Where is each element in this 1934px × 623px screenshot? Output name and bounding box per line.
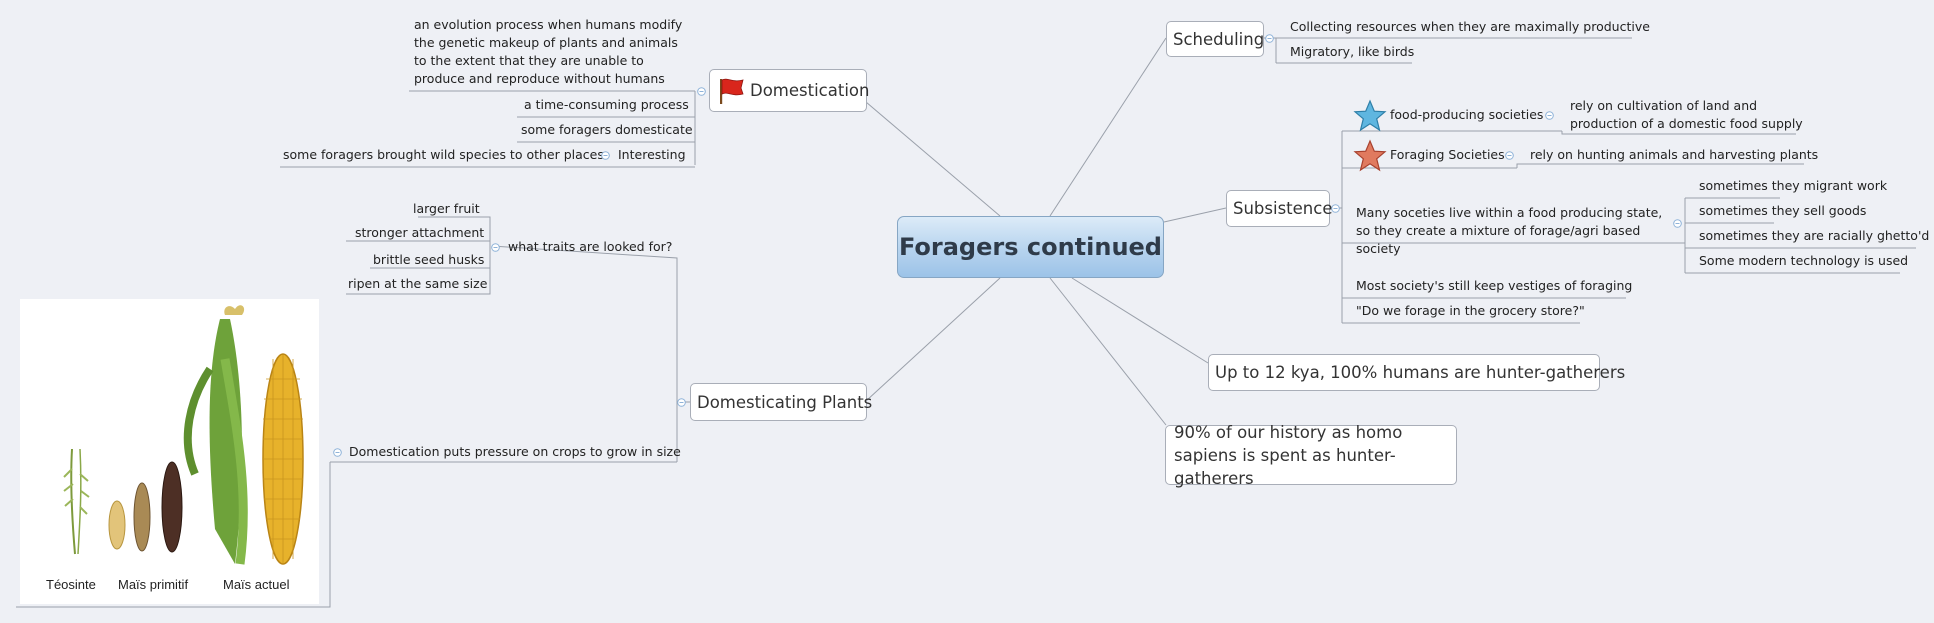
collapse-icon[interactable]	[1505, 151, 1514, 160]
traits-label[interactable]: what traits are looked for?	[508, 239, 673, 254]
trait-item: stronger attachment	[355, 225, 485, 240]
food-producing-label[interactable]: food-producing societies	[1390, 107, 1544, 122]
domesticating-plants-topic[interactable]: Domesticating Plants	[690, 383, 872, 421]
collapse-icon[interactable]	[1673, 219, 1682, 228]
interesting-label[interactable]: Interesting	[618, 147, 686, 162]
hunter-gatherers-12kya-topic[interactable]: Up to 12 kya, 100% humans are hunter-gat…	[1208, 354, 1625, 391]
collapse-icon[interactable]	[1545, 111, 1554, 120]
collapse-icon[interactable]	[677, 398, 686, 407]
mixture-label[interactable]: Many soceties live within a food produci…	[1356, 205, 1663, 256]
mixture-item: Some modern technology is used	[1699, 253, 1909, 268]
mixture-item: sometimes they are racially ghetto'd	[1699, 228, 1930, 243]
interesting-detail: some foragers brought wild species to ot…	[283, 147, 604, 162]
domestication-item-some-foragers: some foragers domesticate	[521, 122, 693, 137]
trait-item: ripen at the same size	[348, 276, 488, 291]
scheduling-item: Migratory, like birds	[1290, 44, 1415, 59]
collapse-icon[interactable]	[1331, 204, 1340, 213]
collapse-icon[interactable]	[601, 151, 610, 160]
central-topic[interactable]: Foragers continued	[897, 216, 1164, 278]
corn-illustration	[63, 305, 304, 565]
domestication-label: Domestication	[750, 81, 870, 100]
red-star-icon	[1353, 139, 1387, 172]
blue-star-icon	[1353, 99, 1387, 132]
food-producing-detail: rely on cultivation of land and producti…	[1570, 98, 1803, 131]
teosinte-label: Téosinte	[46, 577, 96, 592]
subsistence-label: Subsistence	[1233, 199, 1333, 218]
pressure-label[interactable]: Domestication puts pressure on crops to …	[349, 444, 681, 459]
mixture-item: sometimes they sell goods	[1699, 203, 1867, 218]
grocery-label: "Do we forage in the grocery store?"	[1356, 303, 1585, 318]
history-90-label: 90% of our history as homo sapiens is sp…	[1174, 422, 1403, 488]
flag-icon	[716, 76, 746, 106]
mixture-item: sometimes they migrant work	[1699, 178, 1888, 193]
domesticating-plants-label: Domesticating Plants	[697, 392, 873, 412]
corn-evolution-image: Téosinte Maïs primitif Maïs actuel	[20, 299, 319, 604]
domestication-item-time-consuming: a time-consuming process	[524, 97, 689, 112]
collapse-icon[interactable]	[491, 243, 500, 252]
hunter-gatherers-12kya-label: Up to 12 kya, 100% humans are hunter-gat…	[1215, 363, 1626, 382]
scheduling-item: Collecting resources when they are maxim…	[1290, 19, 1650, 34]
collapse-icon[interactable]	[697, 87, 706, 96]
domestication-definition: an evolution process when humans modify …	[414, 17, 683, 86]
collapse-icon[interactable]	[333, 448, 342, 457]
foraging-societies-label[interactable]: Foraging Societies	[1390, 147, 1505, 162]
trait-item: brittle seed husks	[373, 252, 485, 267]
foraging-societies-detail: rely on hunting animals and harvesting p…	[1530, 147, 1819, 162]
primitive-maize-label: Maïs primitif	[118, 577, 189, 592]
scheduling-topic[interactable]: Scheduling	[1166, 21, 1264, 57]
scheduling-label: Scheduling	[1173, 29, 1265, 49]
vestiges-label: Most society's still keep vestiges of fo…	[1356, 278, 1633, 293]
collapse-icon[interactable]	[1265, 34, 1274, 43]
modern-maize-label: Maïs actuel	[223, 577, 290, 592]
trait-item: larger fruit	[413, 201, 480, 216]
history-90-topic[interactable]: 90% of our history as homo sapiens is sp…	[1165, 423, 1457, 488]
subsistence-topic[interactable]: Subsistence	[1226, 190, 1333, 227]
domestication-topic[interactable]: Domestication	[709, 69, 870, 112]
